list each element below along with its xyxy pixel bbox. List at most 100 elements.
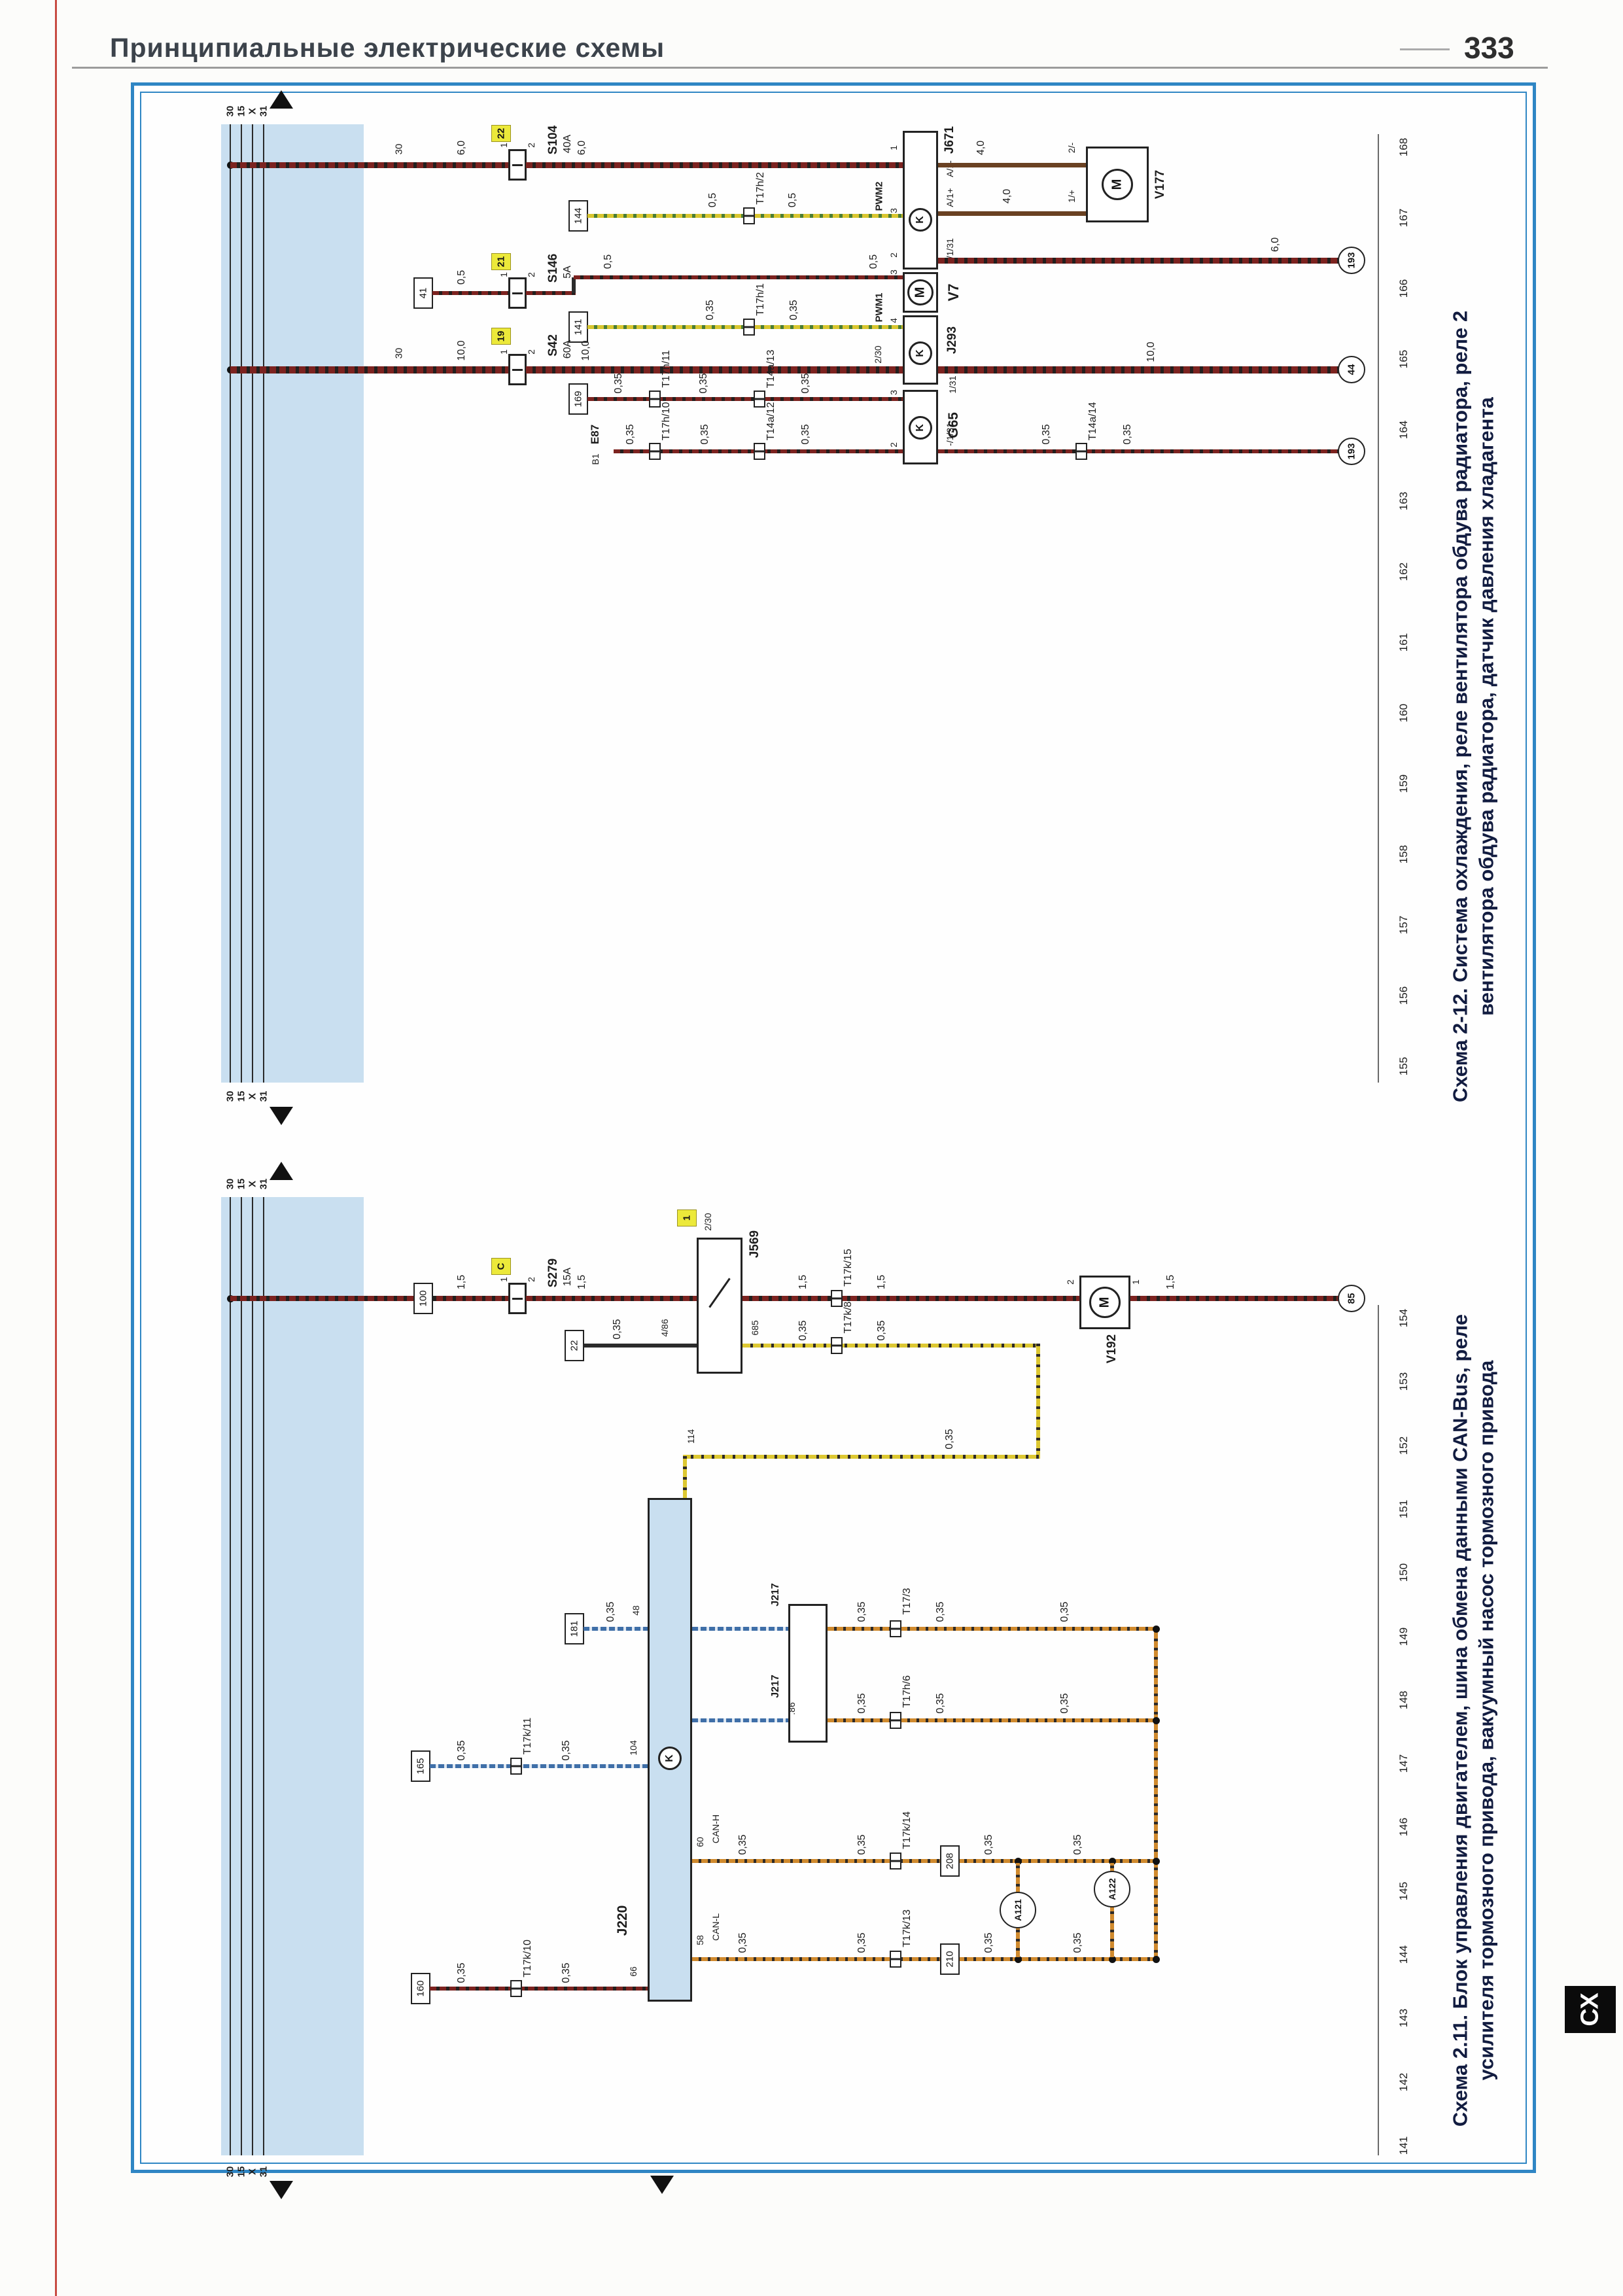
junction-dot [1152,1857,1160,1865]
relay-contact-icon: K [909,341,932,365]
reference-box-text: 141 [572,319,584,336]
diagram-label: 0,35 [797,1320,809,1341]
diagram-label: 0,35 [737,1932,748,1953]
wire-segment [742,1296,1083,1301]
diagram-label: 0,5 [787,192,798,208]
diagram-label: 0,35 [935,1693,946,1714]
coordination-tag-text: 21 [495,256,507,268]
diagram-label: 0,35 [944,1429,955,1450]
header-rule [72,67,1548,69]
diagram-label: 4/86 [659,1319,670,1337]
bus-label-X: X [247,1180,258,1188]
diagram-label: CAN-H [710,1814,721,1844]
reference-box: 22 [565,1330,584,1361]
diagram-label: 0,5 [868,254,879,270]
connector-symbol [831,1290,843,1307]
diagram-label: 1 [888,145,899,150]
diagram-label: 1,5 [576,1274,587,1290]
wire-segment [526,366,903,374]
diagram-label: .86 [786,1702,797,1715]
diagram-label: 0,35 [1122,424,1133,445]
diagram-label: CAN-L [710,1913,721,1941]
wire-segment [1110,1863,1114,1957]
ruler-line-bottom [1378,1305,1379,2155]
diagram-label: T14a/12 [765,402,777,441]
diagram-label: 4,0 [1002,188,1013,204]
direction-arrow [270,90,293,109]
diagram-label: 0,35 [876,1320,887,1341]
bus-band-bottom [221,1197,364,2155]
diagram-label: 0,35 [800,424,811,445]
bus-line [252,1197,253,2155]
track-number: 154 [1397,1308,1410,1328]
diagram-label: 0,35 [800,373,811,394]
coordination-tag-text: C [495,1262,507,1270]
connector-symbol [890,1712,901,1729]
diagram-label: 10,0 [456,340,467,361]
bus-band-top [221,124,364,1083]
junction-dot [1014,1955,1022,1963]
relay-contact-icon-text: K [915,424,926,432]
diagram-label: 30 [393,143,405,155]
diagram-label: T14a/13 [765,349,777,389]
diagram-label: T17h/11 [661,350,672,388]
track-number: 166 [1397,279,1410,298]
diagram-label: 2 [526,1277,536,1282]
bus-label-15: 15 [236,105,247,117]
diagram-label: 0,35 [856,1834,867,1855]
bus-label-30: 30 [224,1090,236,1102]
connector-symbol [510,1980,522,1997]
diagram-label: 30 [393,347,405,359]
diagram-label: 60A [562,339,573,359]
diagram-label: 2 [526,272,536,277]
bus-label-X: X [247,1092,258,1100]
track-number: 155 [1397,1057,1410,1076]
diagram-label: 0,35 [856,1601,867,1622]
junction-dot [1152,1955,1160,1963]
reference-box-text: 22 [568,1340,580,1351]
junction-dot [1152,1625,1160,1633]
diagram-label: 1 [498,143,509,148]
relay-contact-icon-text: K [664,1754,675,1762]
motor-v177-label: V177 [1153,169,1167,200]
ground-193: 193 [1338,438,1365,465]
connector-symbol [1075,443,1087,460]
connector-symbol [754,443,765,460]
relay-contact-icon: K [909,208,932,232]
wire-segment [526,162,903,168]
wire-segment [828,1627,1158,1631]
track-number: 142 [1397,2072,1410,2091]
diagram-label: T17h/2 [755,172,766,205]
wire-segment [432,291,509,295]
fuse-s279-label: S279 [546,1258,560,1288]
coordination-tag: 1 [677,1209,697,1226]
reference-box-text: 100 [417,1290,429,1307]
bus-label-31: 31 [258,1178,270,1190]
wire-segment [692,1859,1158,1863]
diagram-label: 5A [562,266,573,279]
diagram-label: 0,35 [1059,1693,1070,1714]
track-number: 153 [1397,1372,1410,1391]
diagram-label: 6,0 [576,140,587,156]
coordination-tag: 21 [491,253,511,270]
track-number: 165 [1397,350,1410,369]
track-number: 156 [1397,986,1410,1005]
diagram-label: -/1/31 [945,423,955,446]
chapter-tab-label: СХ [1576,1992,1604,2026]
relay-j671 [903,131,938,270]
motor-icon-text: M [913,287,928,298]
track-number: 168 [1397,137,1410,157]
diagram-label: 0,35 [605,1601,616,1622]
reference-box: 169 [568,383,588,415]
bus-line [252,124,253,1083]
caption-schema-2-11: Схема 2.11. Блок управления двигателем, … [1448,1313,1497,2127]
bus-label-31: 31 [258,105,270,117]
bus-line [230,124,231,1083]
direction-arrow [270,1162,293,1180]
wire-segment [526,291,576,295]
bus-line [230,1197,231,2155]
motor-icon-text: M [1097,1296,1112,1308]
reference-box-text: 165 [415,1758,427,1775]
diagram-label: T17h/6 [901,1675,913,1708]
connector-symbol [831,1337,843,1354]
